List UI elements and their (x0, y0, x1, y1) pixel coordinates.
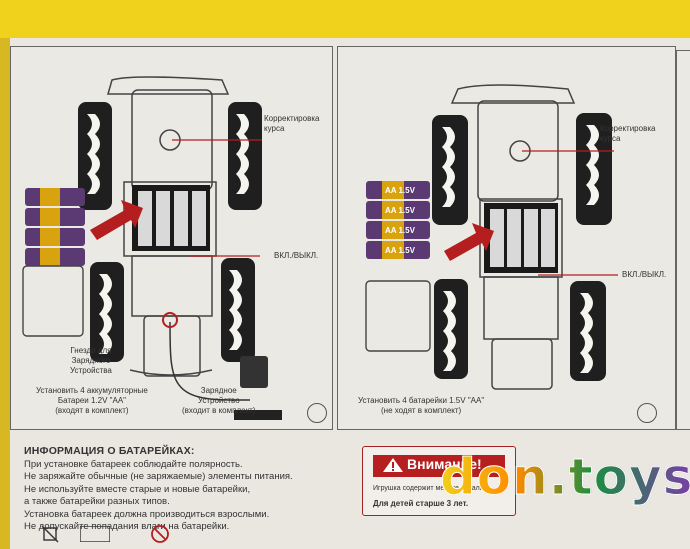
age-warning-icon (151, 525, 169, 543)
battery-label-1: AA 1.5V (385, 186, 415, 195)
battery-info-line: При установке батареек соблюдайте полярн… (24, 458, 243, 470)
battery-info-line: а также батарейки разных типов. (24, 496, 170, 507)
battery-label-4: AA 1.5V (385, 246, 415, 255)
charger-label: Зарядное Устройство (входит в комплект) (182, 386, 256, 415)
warning-age: Для детей старше 3 лет. (373, 499, 469, 508)
warning-text: Игрушка содержит мелкие детали. (373, 485, 486, 492)
brand-watermark: don.toys (439, 448, 690, 507)
warning-header (373, 455, 505, 477)
left-course-correction-label: Корректировка курса (264, 114, 320, 133)
right-install-label: Установить 4 батарейки 1.5V "AA" (не ход… (358, 396, 485, 415)
battery-label-3: AA 1.5V (385, 226, 415, 235)
left-fold (0, 38, 10, 549)
right-panel-circle-marker (637, 403, 657, 423)
watermark-text: don.toys (439, 448, 690, 507)
no-dispose-icon (41, 525, 59, 543)
right-switch-label: ВКЛ./ВЫКЛ. (622, 270, 667, 279)
warning-title: Внимание! (407, 456, 482, 472)
bottom-icons (30, 522, 230, 546)
battery-label-2: AA 1.5V (385, 206, 415, 215)
right-vehicle-illustration (365, 84, 618, 390)
left-vehicle-illustration (22, 76, 282, 420)
battery-info-line: Не заряжайте обычные (не заряжаемые) эле… (24, 471, 293, 482)
battery-info-line: Не используйте вместе старые и новые бат… (24, 483, 251, 495)
battery-info-line: Не допускайте попадания влаги на батарей… (24, 521, 230, 532)
left-switch-label: ВКЛ./ВЫКЛ. (274, 251, 319, 260)
battery-info-line: Установка батареек должна производиться … (24, 508, 270, 520)
charging-socket-label: Гнездо для Зарядного Устройства (70, 346, 112, 375)
battery-info-title: ИНФОРМАЦИЯ О БАТАРЕЙКАХ: (24, 445, 195, 457)
left-panel-circle-marker (307, 403, 327, 423)
right-edge-panel (676, 50, 690, 430)
eac-mark-icon (80, 526, 110, 542)
right-course-correction-label: Корректировка курса (600, 124, 656, 143)
left-install-label: Установить 4 аккумуляторные Батареи 1.2V… (36, 386, 148, 415)
battery-info: ИНФОРМАЦИЯ О БАТАРЕЙКАХ: При установке б… (24, 445, 354, 534)
warning-box: Внимание! Игрушка содержит мелкие детали… (362, 446, 516, 516)
package-top-strip (0, 0, 690, 38)
